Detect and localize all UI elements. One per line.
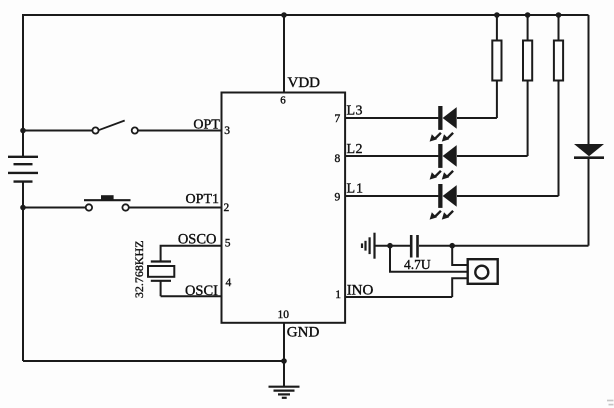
svg-text:OSCO: OSCO (178, 232, 217, 248)
svg-text:L1: L1 (347, 181, 364, 196)
svg-text:4: 4 (226, 277, 232, 289)
svg-text:9: 9 (334, 192, 340, 204)
svg-text:GND: GND (287, 325, 320, 341)
svg-text:L3: L3 (347, 103, 364, 118)
svg-text:5: 5 (225, 237, 231, 249)
svg-text:OSCI: OSCI (185, 283, 218, 299)
svg-text:4.7U: 4.7U (404, 257, 431, 272)
svg-text:OPT: OPT (193, 117, 220, 132)
svg-text:7: 7 (334, 113, 340, 125)
svg-text:1: 1 (335, 289, 341, 301)
svg-text:6: 6 (280, 95, 286, 107)
svg-text:10: 10 (277, 309, 289, 321)
svg-text:3: 3 (224, 125, 230, 137)
svg-text:L2: L2 (347, 142, 364, 157)
svg-text:OPT1: OPT1 (186, 192, 219, 207)
svg-text:8: 8 (334, 153, 340, 165)
svg-text:VDD: VDD (288, 75, 321, 91)
svg-text:INO: INO (347, 283, 374, 299)
svg-text:2: 2 (224, 202, 230, 214)
svg-text:32.768KHZ: 32.768KHZ (132, 240, 146, 298)
